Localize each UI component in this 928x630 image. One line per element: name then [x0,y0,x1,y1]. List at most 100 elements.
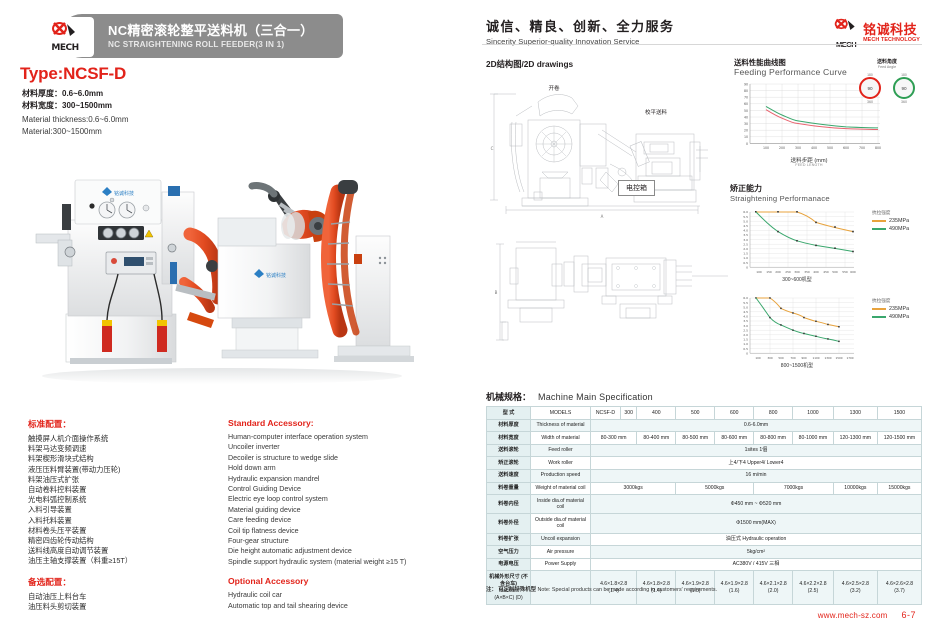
svg-text:1.0: 1.0 [743,256,748,260]
footer-website[interactable]: www.mech-sz.com [817,611,888,620]
chart2-title-cn: 矫正能力 [730,184,762,193]
svg-text:600: 600 [850,270,856,274]
row-label-cn: 机械外形尺寸 (不含台车) Machine (A×B×C) (D) [486,570,531,606]
row-label-en: Feed roller [530,443,591,458]
config-item: 料架楔形滑块式结构 [28,454,94,464]
svg-text:0: 0 [746,351,748,355]
mech-logo-icon [52,22,75,36]
product-photo: 铭诚科技 [22,162,440,390]
legend-swatch-235 [872,308,886,310]
brand-mech-word: MECH [833,41,859,49]
slogan-cn: 诚信、精良、创新、全力服务 [486,19,675,34]
row-value: 80-300 mm [589,431,638,445]
svg-text:300: 300 [795,146,801,150]
uncoiler-label: 开卷 [548,84,560,92]
svg-text:1.0: 1.0 [743,342,748,346]
brand-name-en: MECH TECHNOLOGY [863,36,920,43]
row-value: 80-400 mm [636,431,677,445]
dim-value: 4.6×1.8×2.8 (1.4) [636,570,677,606]
model-col: 300 [619,406,638,420]
config-item: 精密四齿轮传动结构 [28,536,94,546]
svg-text:70: 70 [744,96,748,100]
table-row: 电源电压 Power Supply AC380V / 415V 三相 [486,557,922,572]
product-photo-illustration: 铭诚科技 [35,179,414,384]
config-item: 料架马达变频调速 [28,444,87,454]
spec-summary-cn: 材料厚度：0.6~6.0mm 材料宽度：300~1500mm [22,88,112,111]
slogan-en: Sincerity Superior-quality Innovation Se… [486,37,640,46]
svg-text:450: 450 [823,270,829,274]
svg-text:100: 100 [756,270,762,274]
svg-text:100: 100 [755,356,761,360]
gauge1-top: 180 [867,73,873,77]
config-item: 料架油压式扩张 [28,474,80,484]
svg-text:350: 350 [804,270,810,274]
product-title-bar: NC精密滚轮整平送料机（三合一） NC STRAIGHTENING ROLL F… [18,14,343,58]
svg-text:600: 600 [843,146,849,150]
spec-table: 型 式 MODELS NCSF-D 300 400 500 600 800 10… [486,406,923,606]
dim-label-cn: 机械外形尺寸 (不含台车) [489,573,528,587]
svg-text:1500: 1500 [835,356,842,360]
standard-config-cn: 标准配置： 触摸屏人机介面操作系统 料架马达变频调速 料架楔形滑块式结构 液压压… [28,418,223,612]
chart2-title-en: Straightening Performanace [730,194,830,203]
header-divider [482,44,922,45]
svg-text:4.0: 4.0 [743,315,748,319]
table-row: 料卷扩张 Uncoil expansion 油压式 Hydraulic oper… [486,532,922,547]
chart1-xlabel: 送料步距 (mm) [790,158,828,164]
feed-angle-title-cn: 送料角度 [876,59,897,65]
accessory-item: Electric eye loop control system [228,495,328,504]
row-label-cn: 料卷重量 [486,481,531,496]
company-slogan: 诚信、精良、创新、全力服务 Sincerity Superior-quality… [486,16,675,46]
svg-text:4.5: 4.5 [743,224,748,228]
config-item: 入料引导装置 [28,505,72,515]
accessory-item: Material guiding device [228,505,301,514]
svg-text:1700: 1700 [846,356,853,360]
chart1-title-en: Feeding Performance Curve [734,67,847,77]
dim-value: 4.6×1.9×2.8 (1.5) [675,570,716,606]
row-value: 10000kgs [832,481,878,496]
optional-config-item: 自动油压上料台车 [28,591,87,601]
svg-text:6.0: 6.0 [743,296,748,300]
row-value: 120-1300 mm [832,431,878,445]
chart2-legend-title: 抗拉强度 [872,210,891,215]
row-value: 油压式 Hydraulic operation [590,532,922,547]
svg-text:1100: 1100 [812,356,819,360]
svg-text:5.5: 5.5 [743,301,748,305]
feeding-performance-chart: 送料性能曲线图 Feeding Performance Curve [734,58,926,176]
spec-width-en: Material:300~1500mm [22,127,102,136]
accessory-item: Care feeding device [228,516,292,525]
accessory-item: Spindle support hydraulic system (materi… [228,557,407,566]
svg-text:0: 0 [746,265,748,269]
row-label-cn: 空气压力 [486,545,531,559]
svg-text:铭诚科技: 铭诚科技 [114,190,134,197]
svg-text:2.5: 2.5 [743,242,748,246]
row-value: 80-500 mm [675,431,716,445]
model-col: 1300 [832,406,878,420]
accessory-item: Human-computer interface operation syste… [228,433,368,441]
leveling-feed-label: 校平送料 [645,108,668,116]
accessory-item: Hydraulic expansion mandrel [228,474,320,483]
spec-title-en: Machine Main Specification [538,392,653,402]
dim-value: 4.6×2.5×2.8 (3.2) [832,570,878,606]
table-row: 料卷内径 Inside dia.of material coil Φ450 mm… [486,494,922,515]
mech-logo-text: MECH [51,43,79,53]
feed-angle-gauge-1: 180 90 360 [859,73,881,104]
row-value: 3000kgs [589,481,677,496]
row-label-en: Weight of material coil [530,481,591,496]
row-label-en: Power Supply [530,557,591,572]
title-pill: NC精密滚轮整平送料机（三合一） NC STRAIGHTENING ROLL F… [60,14,343,58]
svg-text:50: 50 [744,109,748,113]
gauge2-bottom: 360 [901,100,907,104]
chart3-xlabel: 800~1500机型 [780,363,814,369]
svg-text:1300: 1300 [824,356,831,360]
svg-text:1.5: 1.5 [743,252,748,256]
legend-label: 235MPa [889,218,910,224]
spec-thickness-en: Material thickness:0.6~6.0mm [22,115,129,124]
config-item: 光电料弧控制系统 [28,495,87,505]
row-label-cn: 型 式 [486,406,531,420]
accessory-item: Four-gear structure [228,537,289,546]
spec-title-cn: 机械规格： [486,392,532,402]
row-value: Φ1500 mm(MAX) [590,513,922,534]
svg-text:90: 90 [744,82,748,86]
svg-text:900: 900 [801,356,807,360]
